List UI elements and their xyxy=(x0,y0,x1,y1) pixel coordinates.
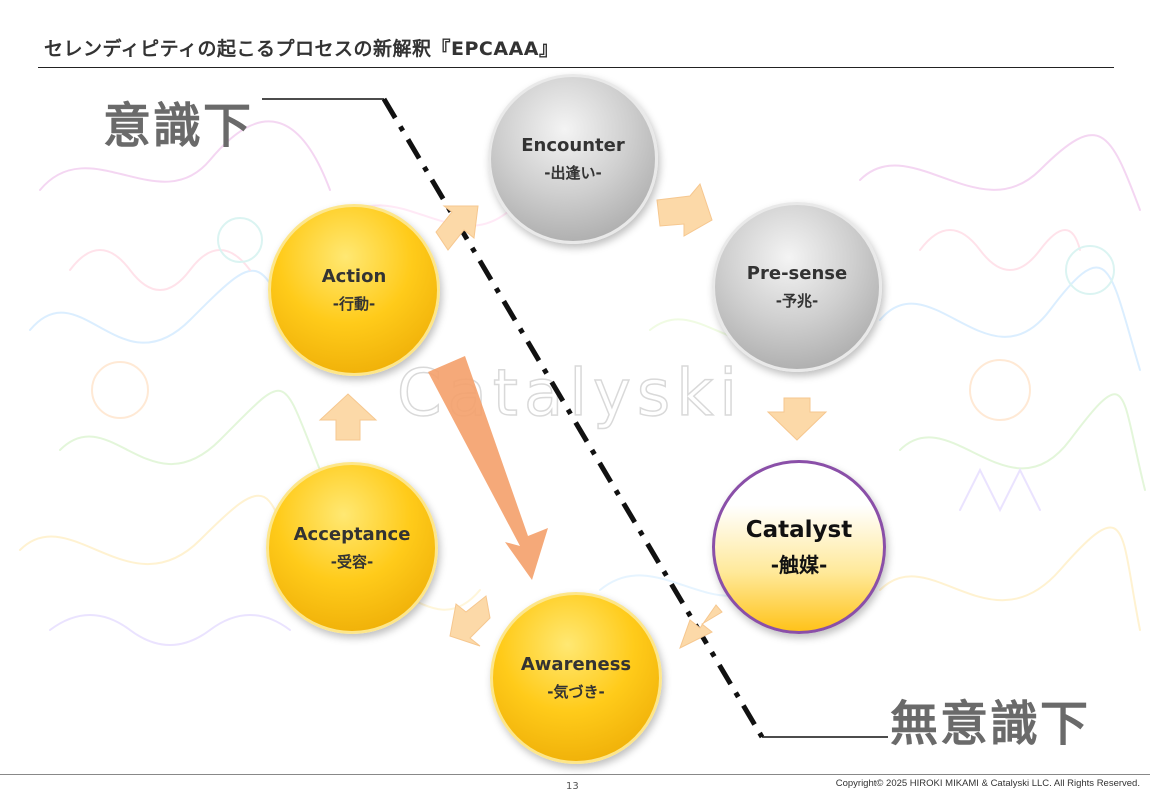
title-rule xyxy=(38,67,1114,68)
node-encounter-title: Encounter xyxy=(521,135,625,156)
node-awareness-subtitle: -気づき- xyxy=(547,683,605,701)
page-number: 13 xyxy=(566,781,579,792)
node-presense-subtitle: -予兆- xyxy=(775,292,819,310)
flow-arrow-action-encounter xyxy=(435,205,479,251)
node-awareness: Awareness -気づき- xyxy=(490,592,662,764)
unconscious-label: 無意識下 xyxy=(890,696,1091,752)
node-action: Action -行動- xyxy=(268,204,440,376)
node-acceptance-subtitle: -受容- xyxy=(330,553,374,571)
node-catalyst: Catalyst -触媒- xyxy=(712,460,886,634)
flow-arrow-awareness-acceptance xyxy=(449,595,491,647)
node-acceptance: Acceptance -受容- xyxy=(266,462,438,634)
footer-rule xyxy=(0,774,1150,775)
node-encounter: Encounter -出逢い- xyxy=(488,74,658,244)
node-encounter-subtitle: -出逢い- xyxy=(544,164,602,182)
node-catalyst-title: Catalyst xyxy=(745,516,853,543)
flow-arrow-presense-catalyst xyxy=(766,397,828,441)
flow-arrow-acceptance-action xyxy=(318,393,378,441)
node-presense: Pre-sense -予兆- xyxy=(712,202,882,372)
flow-arrow-catalyst-awareness xyxy=(679,604,723,650)
page-title: セレンディピティの起こるプロセスの新解釈『EPCAAA』 xyxy=(44,38,559,60)
node-acceptance-title: Acceptance xyxy=(293,524,411,545)
node-awareness-title: Awareness xyxy=(520,654,632,675)
node-catalyst-subtitle: -触媒- xyxy=(770,552,828,577)
node-action-subtitle: -行動- xyxy=(332,295,376,313)
flow-arrow-encounter-presense xyxy=(656,182,713,237)
copyright-text: Copyright© 2025 HIROKI MIKAMI & Catalysk… xyxy=(835,778,1140,789)
node-action-title: Action xyxy=(321,266,387,287)
conscious-label: 意識下 xyxy=(103,98,254,154)
node-presense-title: Pre-sense xyxy=(746,263,848,284)
big-diagonal-arrow xyxy=(428,356,548,580)
